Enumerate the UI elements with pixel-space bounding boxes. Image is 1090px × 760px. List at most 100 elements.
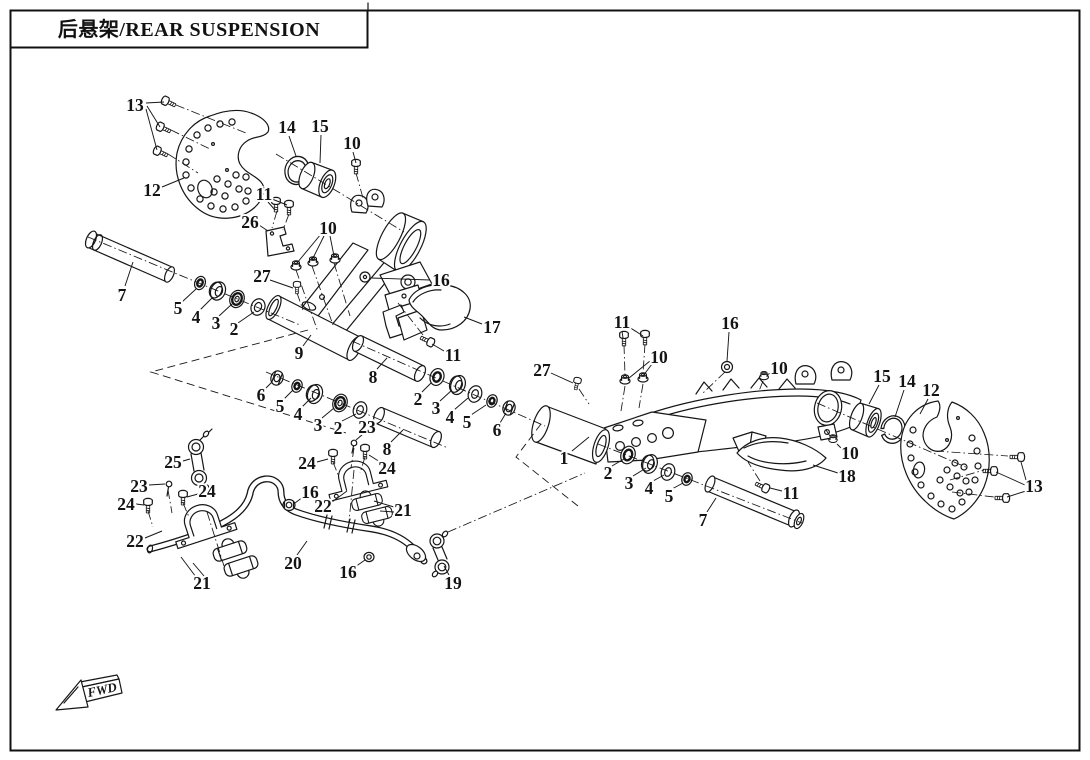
callout-number-3: 3	[432, 398, 441, 418]
parts-layer: FWD	[55, 94, 1026, 711]
callout-number-11: 11	[445, 345, 462, 365]
callout-number-10: 10	[841, 443, 859, 463]
leader-line	[355, 433, 364, 441]
callout-number-10: 10	[343, 133, 361, 153]
callout-number-21: 21	[193, 573, 211, 593]
callout-number-20: 20	[284, 553, 302, 573]
callout-number-2: 2	[334, 418, 343, 438]
leader-line	[182, 458, 191, 462]
leader-line	[439, 389, 453, 402]
leader-line	[470, 404, 487, 416]
callout-number-26: 26	[241, 212, 259, 232]
leader-line	[376, 357, 388, 370]
callout-number-1: 1	[560, 448, 569, 468]
phantom-lines	[87, 104, 1009, 567]
leader-line	[652, 474, 665, 482]
leader-line	[769, 487, 783, 492]
leader-lines	[124, 101, 1027, 578]
callout-number-18: 18	[838, 466, 856, 486]
leader-line	[283, 389, 294, 400]
callout-number-4: 4	[192, 307, 201, 327]
callout-number-5: 5	[276, 396, 285, 416]
callout-number-10: 10	[319, 218, 337, 238]
callout-number-16: 16	[432, 270, 450, 290]
bushing-21-right	[351, 490, 393, 527]
leader-line	[145, 108, 158, 151]
leader-line	[628, 326, 644, 337]
leader-line	[443, 565, 450, 576]
clamp-22-left	[175, 504, 238, 550]
callout-number-4: 4	[446, 407, 455, 427]
guard-bolts-13-left	[151, 94, 178, 160]
leader-line	[124, 261, 134, 287]
callout-number-14: 14	[898, 371, 916, 391]
nut-16-bar-right	[363, 551, 375, 563]
seal-row-middle	[270, 370, 368, 419]
leader-line	[1020, 461, 1027, 481]
stabilizer-bar-20	[146, 475, 428, 565]
leader-line	[611, 458, 625, 467]
bearing-15-right	[848, 402, 882, 438]
nut-16-arm-top	[720, 360, 734, 374]
axle-shaft-7-right	[704, 475, 805, 530]
callout-number-8: 8	[383, 439, 392, 459]
callout-number-22: 22	[126, 531, 144, 551]
leader-line	[288, 135, 297, 157]
callout-number-12: 12	[143, 180, 161, 200]
leader-line	[341, 413, 357, 422]
callout-number-22: 22	[314, 496, 332, 516]
callout-number-4: 4	[294, 404, 303, 424]
leader-line	[148, 483, 166, 486]
leader-line	[316, 458, 329, 463]
callout-number-10: 10	[770, 358, 788, 378]
callout-number-25: 25	[164, 452, 182, 472]
fwd-arrow: FWD	[55, 674, 123, 711]
leader-line	[726, 331, 730, 362]
title-box	[9, 9, 369, 49]
leader-line	[269, 279, 294, 289]
callout-number-8: 8	[369, 367, 378, 387]
leader-line	[302, 334, 312, 347]
callout-number-11: 11	[614, 312, 631, 332]
bolt-11-right-lower	[753, 479, 772, 495]
callout-number-24: 24	[298, 453, 316, 473]
leader-line	[237, 311, 255, 324]
leader-line	[812, 464, 839, 474]
leader-line	[373, 500, 395, 508]
leader-line	[296, 233, 322, 264]
callout-number-27: 27	[533, 360, 551, 380]
callout-number-7: 7	[699, 510, 708, 530]
callout-number-15: 15	[873, 366, 891, 386]
callout-number-27: 27	[253, 266, 271, 286]
clamp-22-right	[328, 460, 389, 502]
callout-number-16: 16	[301, 482, 319, 502]
leader-line	[144, 530, 163, 539]
callout-number-10: 10	[650, 347, 668, 367]
leader-line	[1006, 490, 1027, 498]
callout-number-23: 23	[358, 417, 376, 437]
callout-number-16: 16	[339, 562, 357, 582]
callout-number-5: 5	[174, 298, 183, 318]
bracket-26	[265, 226, 295, 257]
callout-number-9: 9	[295, 343, 304, 363]
leader-line	[379, 510, 395, 513]
leader-line	[368, 454, 381, 463]
nut-10-arm-far	[758, 370, 770, 381]
leader-line	[671, 482, 684, 490]
leader-line	[264, 381, 273, 390]
leader-line	[632, 467, 647, 477]
leader-line	[421, 382, 432, 393]
callout-number-11: 11	[256, 184, 273, 204]
leader-line	[463, 316, 483, 325]
callout-number-14: 14	[278, 117, 296, 137]
callout-number-13: 13	[1025, 476, 1043, 496]
callout-number-23: 23	[130, 476, 148, 496]
leader-line	[390, 429, 404, 443]
leader-line	[321, 407, 335, 419]
leader-line	[354, 559, 366, 568]
callout-number-15: 15	[311, 116, 329, 136]
callout-number-5: 5	[463, 412, 472, 432]
seal-ring-5-left	[193, 275, 207, 291]
